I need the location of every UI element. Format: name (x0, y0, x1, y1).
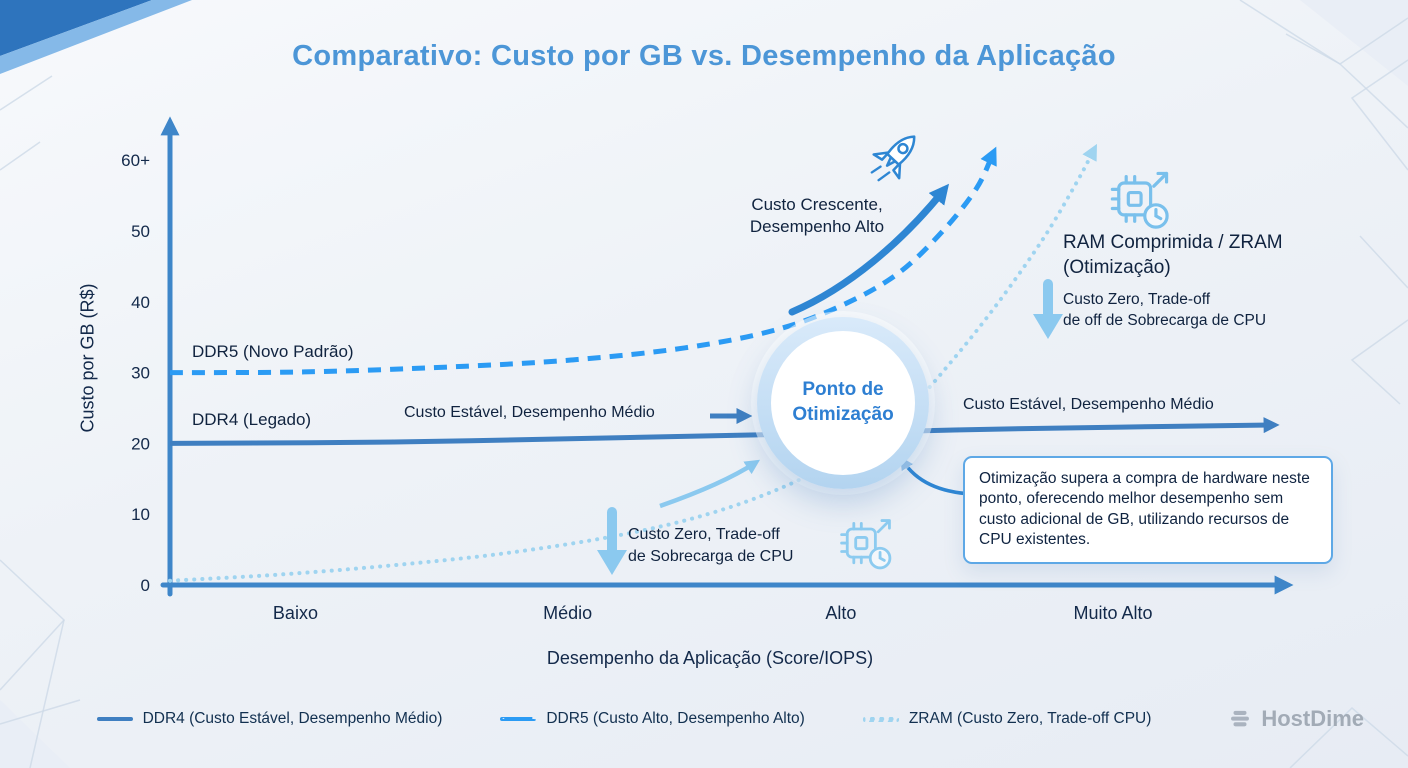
cost-growth-arrow (788, 183, 950, 316)
hostdime-stack-icon (1231, 710, 1250, 727)
x-axis-label: Desempenho da Aplicação (Score/IOPS) (546, 648, 874, 668)
stable-cost-annotation-mid: Custo Estável, Desempenho Médio (404, 404, 655, 421)
x-tick-label: Alto (825, 603, 856, 623)
optimization-point-badge: Ponto de Otimização (757, 317, 929, 489)
corner-fill-bottom-left (0, 700, 70, 768)
y-tick-label: 60+ (121, 151, 150, 170)
y-tick-label: 30 (131, 364, 150, 383)
callout-text: Otimização supera a compra de hardware n… (979, 470, 1310, 549)
chart-title: Comparativo: Custo por GB vs. Desempenho… (292, 40, 1116, 72)
hostdime-logo: HostDime (1227, 706, 1364, 732)
legend-label-ddr4: DDR4 (Custo Estável, Desempenho Médio) (142, 710, 443, 727)
optimization-point-label: Ponto de Otimização (792, 379, 894, 425)
zram-to-optimization-arrow (659, 459, 761, 509)
zram-title-annotation: RAM Comprimida / ZRAM (Otimização) (1063, 232, 1283, 278)
callout-pointer-arrow (900, 456, 973, 496)
axes (160, 116, 1294, 597)
rocket-icon (870, 124, 928, 182)
legend-item-ddr5: DDR5 (Custo Alto, Desempenho Alto) (500, 710, 805, 728)
cpu-clock-icon-right (1110, 171, 1169, 229)
stable-cost-annotation-right: Custo Estável, Desempenho Médio (963, 396, 1214, 413)
corner-fill-top-right (1300, 0, 1408, 86)
y-tick-label: 0 (141, 576, 150, 595)
legend-item-ddr4: DDR4 (Custo Estável, Desempenho Médio) (96, 710, 443, 728)
x-tick-label: Muito Alto (1074, 603, 1153, 623)
legend: DDR4 (Custo Estável, Desempenho Médio) D… (60, 710, 1188, 728)
y-tick-label: 10 (131, 505, 150, 524)
annotation-arrows (597, 183, 1063, 575)
x-tick-label: Baixo (273, 603, 318, 623)
optimization-point-inner: Ponto de Otimização (771, 331, 915, 475)
y-tick-labels: 0 10 20 30 40 50 60+ (121, 151, 150, 595)
y-tick-label: 50 (131, 222, 150, 241)
series-line-ddr4 (169, 417, 1280, 446)
hostdime-logo-text: HostDime (1261, 706, 1364, 731)
growing-cost-annotation: Custo Crescente, Desempenho Alto (749, 195, 885, 237)
legend-item-zram: ZRAM (Custo Zero, Trade-off CPU) (862, 710, 1152, 728)
zram-tradeoff-annotation-bottom: Custo Zero, Trade-off de Sobrecarga de C… (628, 526, 794, 565)
legend-swatch-dotted (862, 716, 899, 722)
x-tick-labels: Baixo Médio Alto Muito Alto (273, 603, 1153, 623)
legend-label-zram: ZRAM (Custo Zero, Trade-off CPU) (908, 710, 1152, 727)
y-tick-label: 20 (131, 434, 150, 453)
cpu-clock-icon-bottom (840, 519, 892, 570)
tradeoff-down-arrow-right (1033, 279, 1063, 339)
ddr5-series-label: DDR5 (Novo Padrão) (192, 342, 354, 361)
y-axis-label: Custo por GB (R$) (77, 283, 98, 433)
legend-swatch-dashed (500, 717, 537, 721)
ddr4-series-label: DDR4 (Legado) (192, 410, 312, 429)
callout-box: Otimização supera a compra de hardware n… (963, 456, 1333, 564)
legend-swatch-solid (96, 717, 133, 721)
tradeoff-down-arrow-bottom (597, 507, 627, 575)
y-tick-label: 40 (131, 293, 150, 312)
zram-tradeoff-annotation-right: Custo Zero, Trade-off de off de Sobrecar… (1063, 291, 1267, 329)
legend-label-ddr5: DDR5 (Custo Alto, Desempenho Alto) (546, 710, 805, 727)
x-tick-label: Médio (543, 603, 592, 623)
corner-wedge-light (0, 0, 192, 74)
